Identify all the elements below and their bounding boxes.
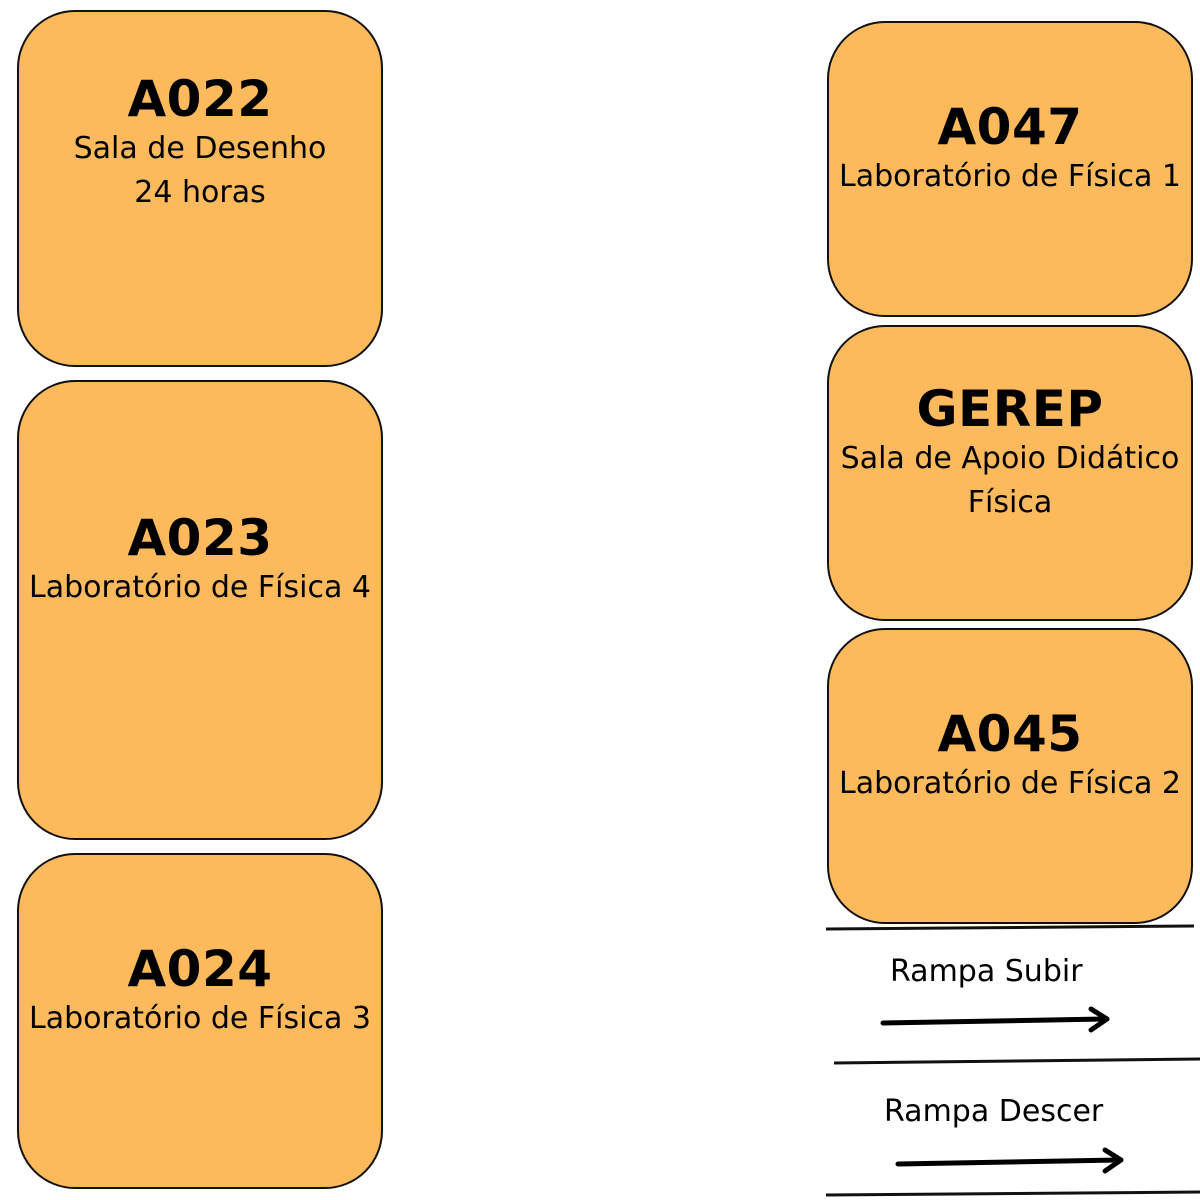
ramp-up-label: Rampa Subir [890, 954, 1083, 989]
room-gerep: GEREP Sala de Apoio Didático Física [827, 325, 1193, 621]
ramp-divider-middle [833, 1057, 1200, 1065]
room-description: Sala de Desenho [73, 131, 327, 166]
ramp-divider-bottom [825, 1190, 1200, 1197]
ramp-divider-top [825, 924, 1195, 931]
arrow-right-icon [895, 1147, 1124, 1174]
room-a047: A047 Laboratório de Física 1 [827, 21, 1193, 317]
room-code: A045 [937, 704, 1083, 763]
room-code: A024 [127, 939, 273, 998]
room-subtitle: Física [967, 484, 1053, 520]
room-hours: 24 horas [134, 175, 266, 210]
room-code: A022 [127, 70, 273, 128]
room-code: A023 [127, 508, 273, 567]
room-description: Laboratório de Física 4 [29, 569, 371, 605]
room-description: Sala de Apoio Didático [840, 440, 1180, 476]
ramp-down-label: Rampa Descer [884, 1094, 1104, 1129]
room-code: GEREP [916, 379, 1104, 438]
room-code: A047 [937, 97, 1083, 156]
room-a024: A024 Laboratório de Física 3 [17, 853, 383, 1189]
room-description: Laboratório de Física 3 [29, 1000, 371, 1036]
arrow-right-icon [880, 1006, 1110, 1033]
room-a023: A023 Laboratório de Física 4 [17, 380, 383, 840]
room-description: Laboratório de Física 1 [839, 158, 1181, 194]
room-a022: A022 Sala de Desenho 24 horas [17, 10, 383, 367]
room-a045: A045 Laboratório de Física 2 [827, 628, 1193, 924]
room-description: Laboratório de Física 2 [839, 765, 1181, 801]
